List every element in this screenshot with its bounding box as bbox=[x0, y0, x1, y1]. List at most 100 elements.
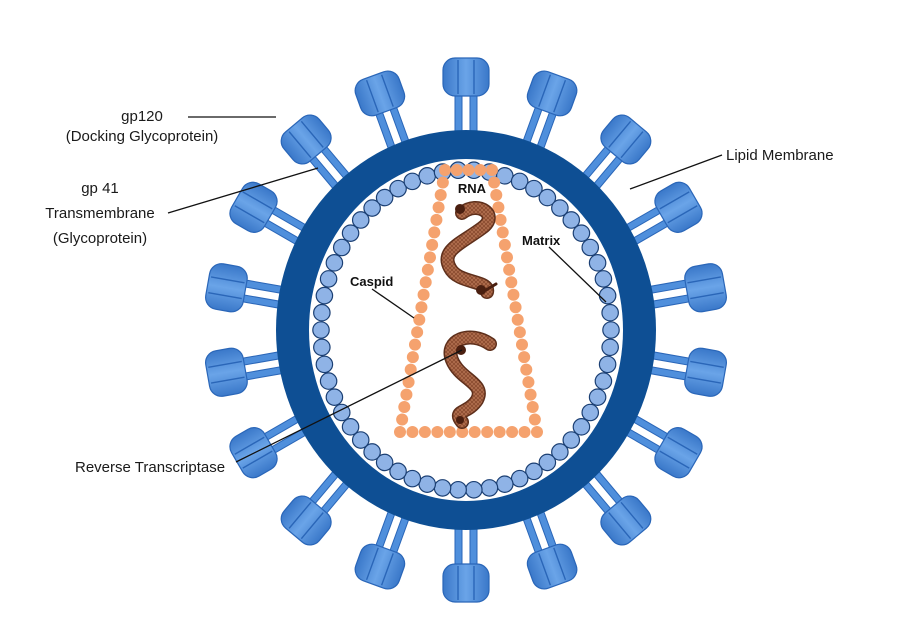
gp120-knob bbox=[354, 543, 406, 590]
capsid-bead bbox=[522, 376, 535, 389]
gp120-knob-ridge bbox=[659, 191, 690, 210]
capsid-bead bbox=[406, 351, 419, 364]
spike-7 bbox=[622, 413, 703, 479]
matrix-bead bbox=[315, 355, 334, 374]
capsid-bead bbox=[503, 263, 516, 276]
gp120-knob-ridge bbox=[242, 191, 273, 210]
capsid-bead bbox=[419, 276, 432, 289]
capsid-bead bbox=[518, 351, 531, 364]
capsid-bead bbox=[493, 426, 506, 438]
capsid-bead bbox=[450, 164, 463, 176]
leader-caspid bbox=[371, 288, 415, 319]
gp120-knob-ridge bbox=[620, 501, 644, 529]
gp120-knob-ridge bbox=[380, 74, 394, 107]
matrix-bead bbox=[480, 479, 499, 497]
capsid-bead bbox=[402, 376, 415, 389]
leader-matrix bbox=[548, 246, 607, 303]
capsid-bead bbox=[511, 313, 524, 326]
matrix-bead bbox=[313, 338, 331, 357]
gp120-knob-ridge bbox=[300, 120, 324, 148]
matrix-bead bbox=[525, 179, 543, 198]
label-gp41: gp 41 bbox=[81, 180, 119, 197]
label-gp41-sub2: (Glycoprotein) bbox=[53, 230, 147, 247]
gp120-knob-ridge bbox=[365, 79, 379, 113]
spike-9 bbox=[521, 508, 578, 590]
capsid-bead bbox=[398, 401, 411, 414]
matrix-bead bbox=[312, 321, 330, 339]
spike-14 bbox=[205, 347, 286, 397]
reverse-transcriptase-dot-lower-2 bbox=[456, 416, 464, 424]
gp120-knob bbox=[205, 263, 248, 313]
capsid-bead bbox=[490, 188, 503, 201]
capsid-bead bbox=[488, 176, 501, 189]
matrix-bead bbox=[375, 188, 394, 207]
gp120-knob-ridge bbox=[380, 553, 394, 586]
capsid-bead bbox=[486, 164, 498, 176]
label-gp41-sub1: Transmembrane bbox=[45, 205, 154, 222]
gp120-knob-ridge bbox=[365, 547, 379, 581]
gp120-knob bbox=[600, 114, 652, 165]
gp120-knob-ridge bbox=[242, 450, 273, 469]
capsid-bead bbox=[526, 401, 539, 414]
gp120-knob bbox=[654, 427, 703, 479]
capsid-bead bbox=[400, 388, 413, 401]
label-gp120-sub: (Docking Glycoprotein) bbox=[66, 128, 219, 145]
spike-11 bbox=[354, 508, 411, 590]
capsid-bead bbox=[418, 426, 431, 438]
matrix-bead bbox=[601, 303, 619, 322]
gp41-stalk bbox=[646, 365, 689, 381]
capsid-bead bbox=[404, 363, 417, 376]
matrix-bead bbox=[319, 372, 338, 390]
matrix-bead bbox=[572, 224, 591, 242]
capsid-bead bbox=[430, 213, 443, 226]
capsid-bead bbox=[498, 238, 511, 251]
capsid-bead bbox=[443, 426, 456, 438]
matrix-bead bbox=[510, 469, 529, 488]
matrix-bead bbox=[525, 462, 543, 481]
spike-17 bbox=[280, 114, 352, 191]
gp41-stalk bbox=[646, 279, 689, 295]
label-rna: RNA bbox=[458, 181, 487, 196]
gp41-stalk bbox=[454, 93, 463, 135]
gp120-knob-ridge bbox=[620, 131, 644, 159]
capsid-bead bbox=[421, 263, 434, 276]
gp41-stalk bbox=[649, 350, 692, 366]
spike-18 bbox=[354, 70, 411, 152]
matrix-bead bbox=[363, 443, 381, 461]
capsid-bead bbox=[505, 276, 518, 289]
matrix-bead bbox=[551, 443, 569, 461]
matrix-bead bbox=[495, 475, 514, 493]
capsid-bead bbox=[434, 188, 447, 201]
gp120-knob bbox=[205, 347, 248, 397]
matrix-bead bbox=[418, 167, 437, 185]
capsid-bead bbox=[468, 426, 481, 438]
capsid-bead bbox=[394, 426, 406, 438]
gp120-knob-ridge bbox=[608, 120, 632, 148]
capsid-bead bbox=[474, 164, 487, 176]
membrane-inner-edge bbox=[309, 159, 623, 501]
gp120-knob-ridge bbox=[208, 360, 242, 369]
matrix-bead bbox=[433, 479, 452, 497]
matrix-bead bbox=[449, 480, 467, 499]
gp41-stalk bbox=[649, 294, 692, 310]
gp41-stalk bbox=[240, 294, 283, 310]
capsid-bead bbox=[516, 338, 528, 351]
gp41-stalk bbox=[243, 279, 286, 295]
matrix-bead bbox=[389, 462, 407, 481]
gp120-knob-ridge bbox=[288, 501, 312, 529]
matrix-bead bbox=[341, 224, 360, 242]
gp120-knob bbox=[229, 181, 278, 233]
reverse-transcriptase-dot-upper bbox=[455, 204, 465, 214]
capsid-bead bbox=[507, 288, 520, 301]
spike-2 bbox=[521, 70, 578, 152]
gp120-knob-ridge bbox=[288, 131, 312, 159]
matrix-bead bbox=[351, 431, 370, 449]
matrix-bead bbox=[601, 338, 619, 357]
matrix-bead bbox=[538, 188, 557, 207]
matrix-bead bbox=[581, 403, 600, 422]
spike-5 bbox=[646, 263, 727, 313]
leader-lipid-membrane bbox=[629, 154, 723, 190]
matrix-bead bbox=[389, 179, 407, 198]
capsid-bead bbox=[506, 426, 519, 438]
